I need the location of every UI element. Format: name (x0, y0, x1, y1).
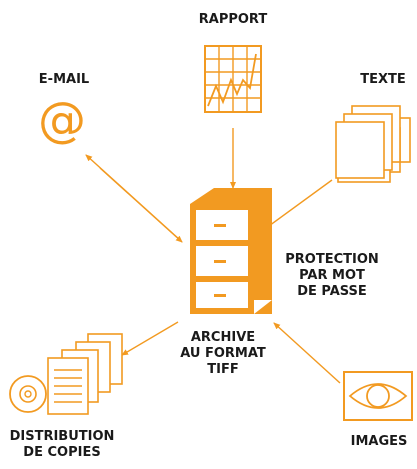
arrow-images-to-archive (273, 322, 341, 384)
at-sign-icon: @ (38, 92, 86, 148)
filing-cabinet-icon (190, 188, 272, 314)
node-label-text: TEXTE (360, 72, 406, 87)
node-label-archive: ARCHIVE AU FORMAT TIFF (180, 330, 266, 377)
svg-text:@: @ (38, 92, 86, 148)
node-label-report: RAPPORT (198, 12, 268, 27)
node-label-distribution: DISTRIBUTION DE COPIES (9, 429, 115, 460)
documents-and-disc-icon (9, 333, 123, 415)
eye-icon (343, 371, 413, 421)
chart-grid-icon (204, 45, 262, 113)
node-label-email: E-MAIL (38, 72, 90, 87)
arrow-archive-to-email-start (99, 167, 183, 243)
node-label-protection: PROTECTION PAR MOT DE PASSE (285, 252, 379, 299)
arrow-archive-to-distribution (121, 321, 179, 356)
node-label-images: IMAGES (350, 434, 408, 449)
